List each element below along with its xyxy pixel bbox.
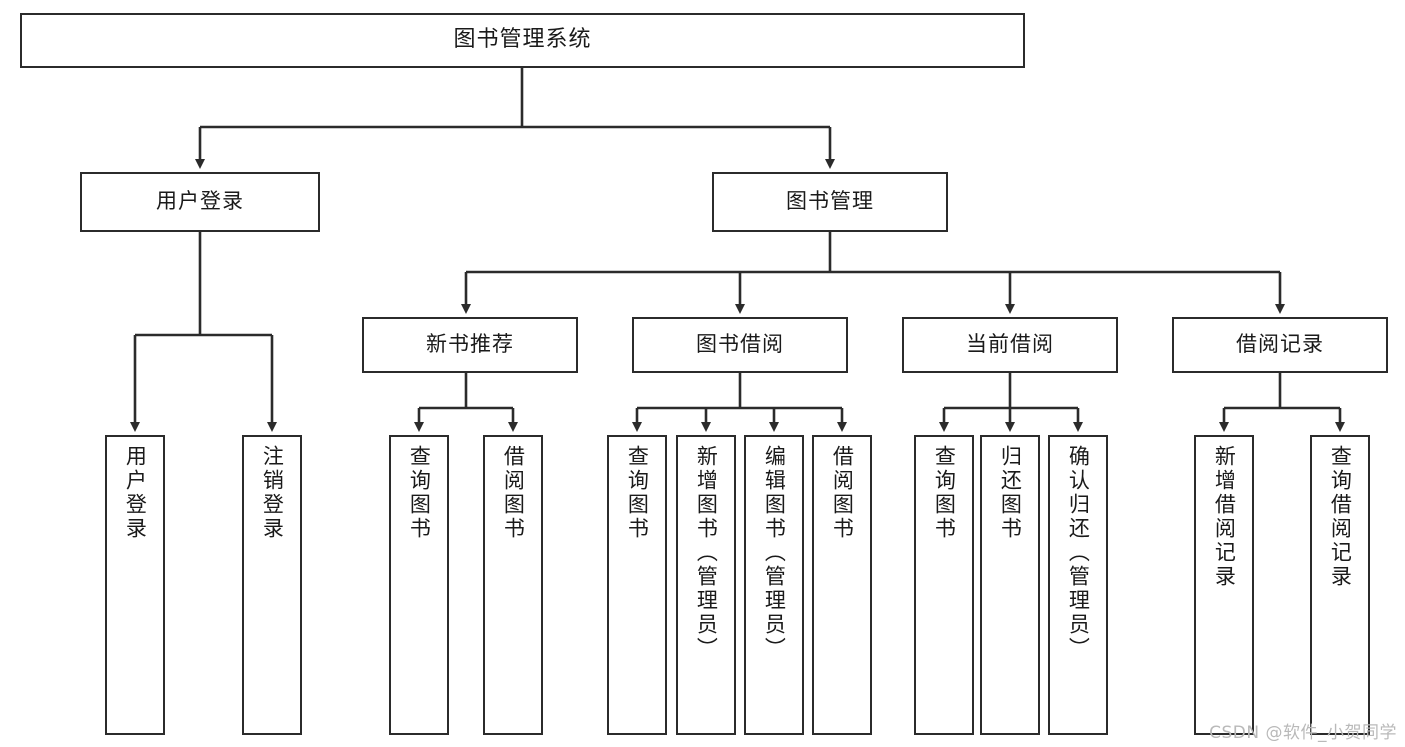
leaf-book-borrow-edit[interactable]: 编辑图书（管理员）	[744, 435, 804, 735]
leaf-new-book-borrow[interactable]: 借阅图书	[483, 435, 543, 735]
node-borrow-record-label: 借阅记录	[1236, 332, 1324, 357]
leaf-user-login-signout[interactable]: 注销登录	[242, 435, 302, 735]
leaf-current-borrow-return-label: 归还图书	[998, 445, 1023, 541]
node-borrow-record[interactable]: 借阅记录	[1172, 317, 1388, 373]
leaf-current-borrow-confirm-label: 确认归还（管理员）	[1066, 445, 1091, 661]
node-new-book-recommend-label: 新书推荐	[426, 332, 514, 357]
node-user-login[interactable]: 用户登录	[80, 172, 320, 232]
node-current-borrow[interactable]: 当前借阅	[902, 317, 1118, 373]
leaf-book-borrow-lend[interactable]: 借阅图书	[812, 435, 872, 735]
node-user-login-label: 用户登录	[156, 189, 244, 214]
node-root-label: 图书管理系统	[453, 27, 592, 53]
leaf-new-book-borrow-label: 借阅图书	[501, 445, 526, 541]
node-book-management[interactable]: 图书管理	[712, 172, 948, 232]
leaf-user-login-signin-label: 用户登录	[123, 445, 148, 541]
node-book-borrow[interactable]: 图书借阅	[632, 317, 848, 373]
watermark-text: CSDN @软件_小贺同学	[1209, 723, 1397, 743]
leaf-current-borrow-query[interactable]: 查询图书	[914, 435, 974, 735]
node-new-book-recommend[interactable]: 新书推荐	[362, 317, 578, 373]
node-root[interactable]: 图书管理系统	[20, 13, 1025, 68]
leaf-new-book-query-label: 查询图书	[407, 445, 432, 541]
node-current-borrow-label: 当前借阅	[966, 332, 1054, 357]
node-book-borrow-label: 图书借阅	[696, 332, 784, 357]
leaf-book-borrow-query-label: 查询图书	[625, 445, 650, 541]
leaf-current-borrow-query-label: 查询图书	[932, 445, 957, 541]
leaf-book-borrow-edit-label: 编辑图书（管理员）	[762, 445, 787, 661]
leaf-current-borrow-confirm[interactable]: 确认归还（管理员）	[1048, 435, 1108, 735]
leaf-borrow-record-query[interactable]: 查询借阅记录	[1310, 435, 1370, 735]
leaf-book-borrow-add-label: 新增图书（管理员）	[694, 445, 719, 661]
leaf-book-borrow-add[interactable]: 新增图书（管理员）	[676, 435, 736, 735]
leaf-user-login-signin[interactable]: 用户登录	[105, 435, 165, 735]
leaf-borrow-record-query-label: 查询借阅记录	[1328, 445, 1353, 589]
leaf-borrow-record-add[interactable]: 新增借阅记录	[1194, 435, 1254, 735]
node-book-management-label: 图书管理	[786, 189, 874, 214]
leaf-borrow-record-add-label: 新增借阅记录	[1212, 445, 1237, 589]
leaf-book-borrow-query[interactable]: 查询图书	[607, 435, 667, 735]
leaf-user-login-signout-label: 注销登录	[260, 445, 285, 541]
leaf-book-borrow-lend-label: 借阅图书	[830, 445, 855, 541]
leaf-current-borrow-return[interactable]: 归还图书	[980, 435, 1040, 735]
leaf-new-book-query[interactable]: 查询图书	[389, 435, 449, 735]
